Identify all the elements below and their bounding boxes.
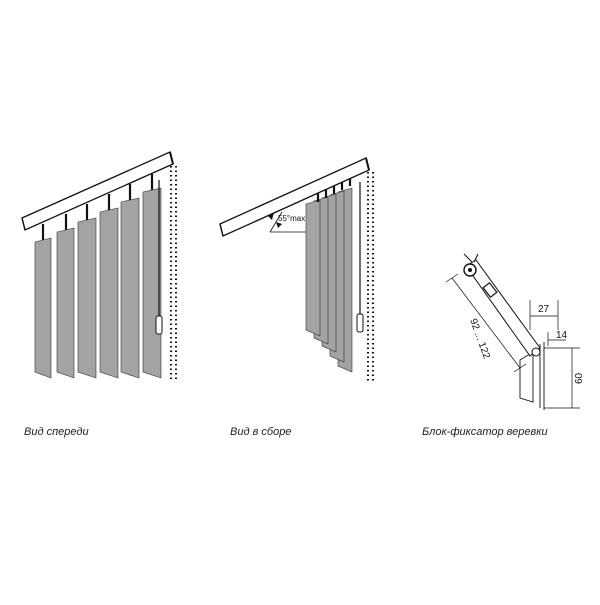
front-cord-weight — [155, 315, 163, 335]
slat — [305, 199, 321, 337]
wall-plate — [519, 351, 534, 403]
angle-label: 55°max — [278, 214, 305, 223]
slat — [120, 197, 140, 379]
mount-hole — [531, 347, 541, 357]
dim-60-label: 60 — [574, 372, 585, 384]
dim-length-label: 92 ... 122 — [467, 317, 492, 360]
slat — [77, 217, 97, 379]
dim-14-label: 14 — [556, 330, 568, 341]
front-hangers — [41, 174, 154, 240]
slat — [142, 187, 162, 379]
assembled-cord-weight — [356, 313, 364, 333]
assembled-view-drawing: 55°max — [219, 157, 374, 382]
slat — [56, 227, 75, 379]
lock-arm — [465, 259, 541, 357]
slat — [34, 237, 52, 379]
angle-marker — [268, 211, 306, 233]
dim-length-line — [451, 277, 521, 369]
stacked-slats — [305, 187, 353, 373]
caption-assembled-view: Вид в сборе — [230, 426, 292, 438]
dim-27-label: 27 — [538, 304, 550, 315]
slat — [99, 207, 119, 379]
front-view-drawing — [21, 151, 177, 380]
caption-front-view: Вид спереди — [24, 426, 89, 438]
lock-knob — [482, 281, 498, 299]
cord-lock-drawing — [445, 253, 580, 410]
caption-cord-lock: Блок-фиксатор веревки — [422, 426, 548, 438]
